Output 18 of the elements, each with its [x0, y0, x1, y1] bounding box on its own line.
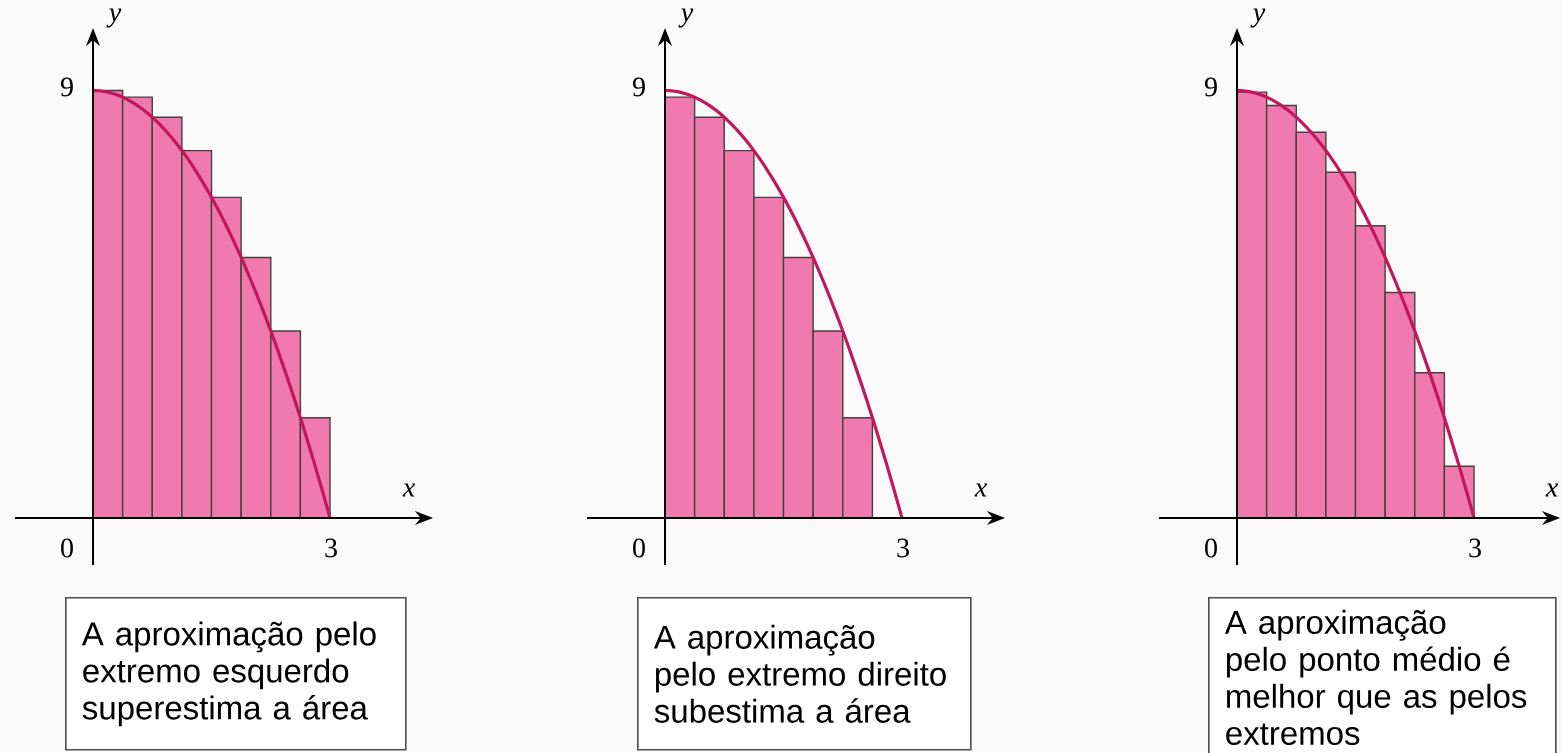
axis-label: x — [974, 483, 988, 497]
axis-label: y — [1250, 8, 1266, 28]
tick-label: 0 — [1205, 538, 1217, 558]
tick-label: 9 — [60, 77, 73, 97]
axis-label: x — [402, 483, 416, 497]
tick-label: 3 — [325, 538, 337, 558]
tick-label: 3 — [897, 538, 909, 558]
axis-label: x — [1545, 483, 1559, 497]
caption-box: A aproximação pelo ponto médio é melhor que as pelos extremos — [1208, 597, 1557, 753]
axis-label: y — [106, 8, 122, 28]
caption-box: A aproximação pelo extremo direito subestima a área — [637, 597, 972, 751]
tick-label: 3 — [1469, 538, 1481, 558]
tick-label: 9 — [1204, 77, 1217, 97]
tick-label: 0 — [633, 538, 645, 558]
caption-box: A aproximação pelo extremo esquerdo superestima a área — [65, 597, 407, 751]
tick-label: 9 — [632, 77, 645, 97]
tick-label: 0 — [61, 538, 73, 558]
axis-label: y — [678, 8, 694, 28]
